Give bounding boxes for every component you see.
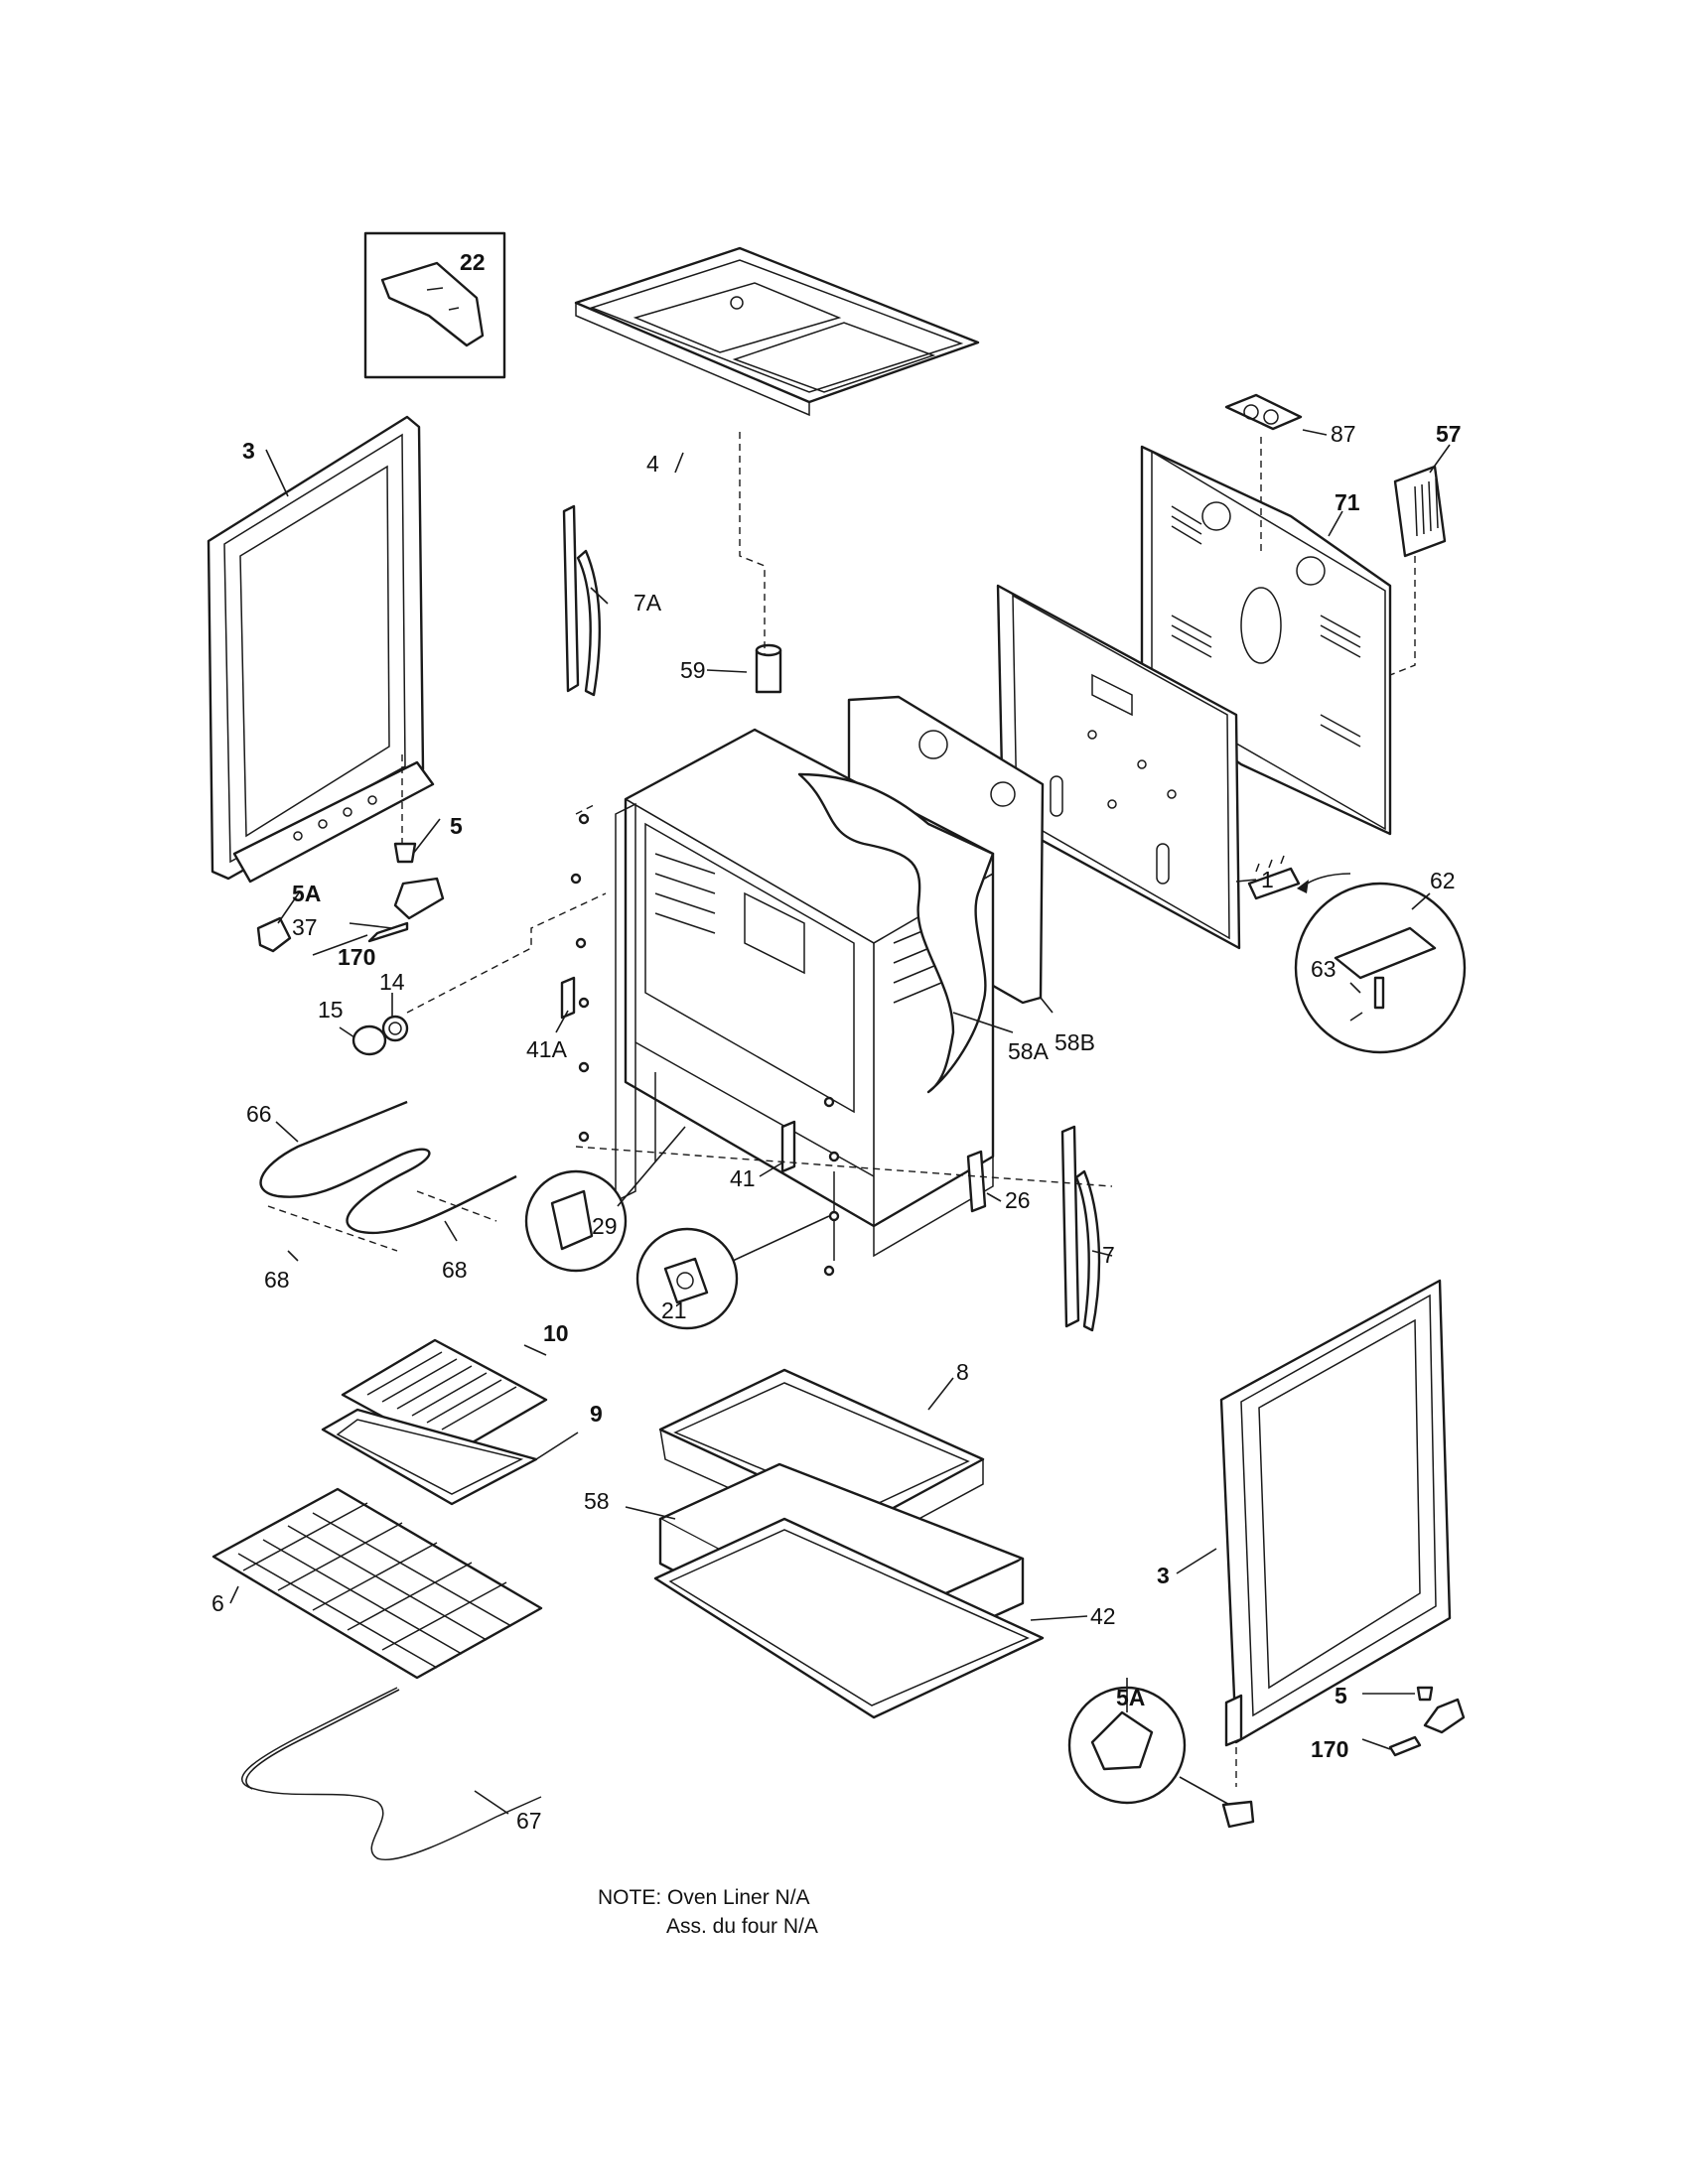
screws-left-column xyxy=(570,813,840,1277)
note-line-french: Ass. du four N/A xyxy=(666,1915,818,1938)
left-leveler-assembly xyxy=(256,842,445,956)
part-59-plug xyxy=(755,643,782,694)
callout-58: 58 xyxy=(584,1488,610,1514)
part-26-bracket xyxy=(966,1150,987,1213)
note-line-english: NOTE: Oven Liner N/A xyxy=(598,1886,810,1909)
part-87-gasket xyxy=(1224,393,1303,431)
callout-4: 4 xyxy=(646,451,659,477)
callout-42: 42 xyxy=(1090,1603,1116,1629)
callout-58a: 58A xyxy=(1008,1038,1050,1064)
callout-67: 67 xyxy=(516,1808,542,1834)
part-66-bake-element xyxy=(259,1100,517,1235)
callout-26: 26 xyxy=(1005,1187,1031,1213)
part-7a-rack-support xyxy=(562,504,602,697)
callout-37: 37 xyxy=(292,914,318,940)
part-4-top-panel xyxy=(574,246,980,417)
oven-cavity-body xyxy=(615,728,995,1261)
callout-14: 14 xyxy=(379,969,405,995)
callout-41: 41 xyxy=(730,1165,756,1191)
callout-5a-left: 5A xyxy=(292,881,321,906)
part-42-bottom-panel xyxy=(653,1517,1045,1719)
callout-57: 57 xyxy=(1436,421,1462,447)
callout-5-right: 5 xyxy=(1335,1683,1347,1708)
callout-41a: 41A xyxy=(526,1036,568,1062)
callout-170-right: 170 xyxy=(1311,1736,1348,1762)
part-41-bracket xyxy=(780,1120,796,1173)
callout-8: 8 xyxy=(956,1359,969,1385)
callout-10: 10 xyxy=(543,1320,569,1346)
callout-29: 29 xyxy=(592,1213,618,1239)
callout-68-right: 68 xyxy=(442,1257,468,1283)
part-7-rack-support xyxy=(1060,1125,1101,1332)
right-leveler-assembly xyxy=(1067,1678,1466,1829)
part-22-bracket-inset xyxy=(363,231,506,379)
callout-22: 22 xyxy=(460,249,486,275)
callout-leaders xyxy=(229,429,1451,1815)
part-67-broil-element xyxy=(241,1687,542,1860)
callout-5-left: 5 xyxy=(450,813,463,839)
callout-58b: 58B xyxy=(1055,1029,1095,1055)
part-3-right-side-panel xyxy=(1219,1279,1452,1747)
callout-170-left: 170 xyxy=(338,944,375,970)
part-1-back-panel xyxy=(996,584,1241,950)
callout-3-right: 3 xyxy=(1157,1563,1170,1588)
callout-6: 6 xyxy=(211,1590,224,1616)
terminal-block-assembly xyxy=(1247,855,1467,1054)
dashed-assembly-lines xyxy=(267,432,1416,1787)
part-6-oven-rack xyxy=(211,1487,543,1680)
part-29-zoom xyxy=(524,1126,686,1273)
part-21-zoom xyxy=(635,1215,830,1330)
callout-87: 87 xyxy=(1331,421,1356,447)
part-57-vent-cover xyxy=(1393,465,1447,558)
callout-3-left: 3 xyxy=(242,438,255,464)
callout-15: 15 xyxy=(318,997,344,1023)
oven-lamp-assembly xyxy=(352,1015,409,1056)
callout-7a: 7A xyxy=(633,590,662,615)
callout-63: 63 xyxy=(1311,956,1336,982)
callout-66: 66 xyxy=(246,1101,272,1127)
callout-7: 7 xyxy=(1102,1242,1115,1268)
callout-62: 62 xyxy=(1430,868,1456,893)
callout-21: 21 xyxy=(661,1297,687,1323)
oven-liner-note: NOTE: Oven Liner N/A Ass. du four N/A xyxy=(598,1883,818,1941)
part-3-left-side-panel xyxy=(207,415,435,884)
callout-1: 1 xyxy=(1261,867,1274,892)
part-41a-bracket xyxy=(560,976,576,1020)
callout-59: 59 xyxy=(680,657,706,683)
callout-5a-right: 5A xyxy=(1116,1685,1145,1710)
callout-71: 71 xyxy=(1335,489,1360,515)
callout-labels: 22 3 4 7A 59 87 57 71 5 5A 37 170 1 62 6… xyxy=(211,249,1462,1834)
callout-68-left: 68 xyxy=(264,1267,290,1293)
callout-9: 9 xyxy=(590,1401,603,1427)
